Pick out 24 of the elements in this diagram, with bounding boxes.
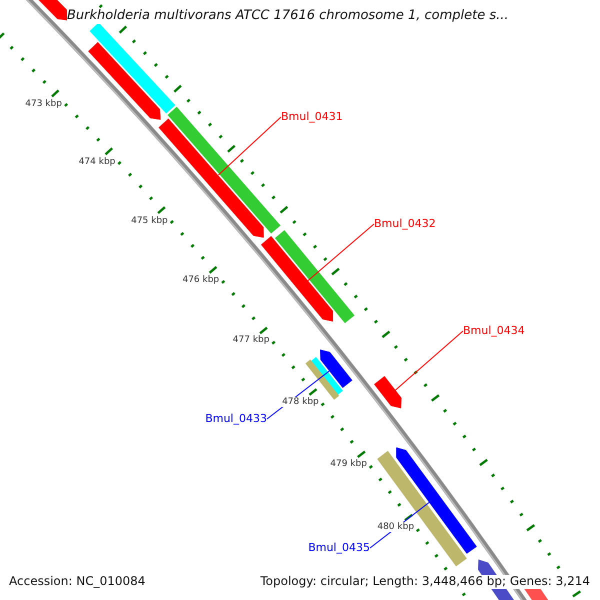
gene-label: Bmul_0434	[463, 324, 525, 338]
gene-feature	[320, 350, 352, 388]
footer-text: Topology: circular; Length: 3,448,466 bp; Genes: 3,214	[260, 575, 590, 589]
leader-line	[218, 116, 282, 176]
map-title: Burkholderia multivorans ATCC 17616 chromosome 1, complete s...	[67, 9, 509, 24]
footer-text: Accession: NC_010084	[9, 575, 146, 589]
scale-label: 477 kbp	[232, 335, 270, 346]
gene-feature	[88, 42, 161, 120]
scale-label: 475 kbp	[131, 216, 168, 226]
scale-label: 480 kbp	[377, 522, 414, 532]
gene-label: Bmul_0432	[374, 218, 436, 230]
scale-label: 476 kbp	[182, 275, 220, 286]
scale-label: 474 kbp	[78, 156, 116, 168]
leader-line	[308, 224, 374, 282]
gene-feature	[396, 447, 477, 554]
scale-label: 478 kbp	[282, 396, 319, 408]
gene-feature	[260, 236, 334, 322]
gene-label: Bmul_0431	[281, 110, 343, 124]
gene-feature	[374, 376, 402, 408]
scale-label: 479 kbp	[330, 458, 367, 470]
leader-line	[394, 330, 464, 391]
gene-label: Bmul_0435	[308, 542, 370, 554]
scale-label: 473 kbp	[25, 99, 62, 110]
gene-label: Bmul_0433	[205, 412, 267, 426]
